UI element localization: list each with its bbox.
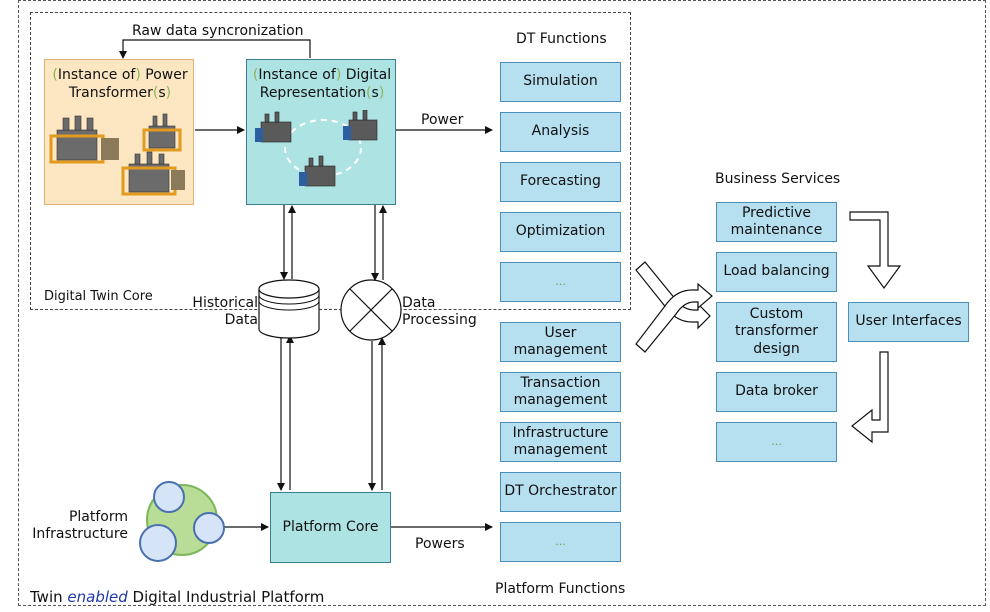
platform-title: Twin enabled Digital Industrial Platform bbox=[30, 588, 325, 606]
user-interfaces-box[interactable]: User Interfaces bbox=[848, 302, 969, 342]
business-service-more[interactable]: ... bbox=[716, 422, 837, 462]
platform-boundary bbox=[18, 0, 986, 606]
platform-function-more[interactable]: ... bbox=[500, 522, 621, 562]
digital-representation-box: (Instance of) Digital Representation(s) bbox=[246, 59, 396, 205]
digital-twin-core-boundary bbox=[30, 12, 631, 310]
business-service-load-balancing[interactable]: Load balancing bbox=[716, 252, 837, 292]
platform-core-box[interactable]: Platform Core bbox=[270, 492, 391, 563]
processing-cross-icon bbox=[340, 279, 402, 341]
dt-function-more[interactable]: ... bbox=[500, 262, 621, 302]
dt-function-analysis[interactable]: Analysis bbox=[500, 112, 621, 152]
dt-function-simulation[interactable]: Simulation bbox=[500, 62, 621, 102]
power-transformer-box: (Instance of) Power Transformer(s) bbox=[44, 59, 194, 205]
crossing-hollow-arrows-icon bbox=[635, 261, 713, 353]
power-label: Power bbox=[421, 112, 464, 128]
power-transformer-title: (Instance of) Power Transformer(s) bbox=[52, 67, 188, 102]
hollow-arrow-back-icon bbox=[851, 351, 889, 444]
database-icon bbox=[258, 279, 320, 339]
sync-label: Raw data syncronization bbox=[132, 23, 304, 39]
digital-model-icon bbox=[255, 110, 378, 187]
transformer-icon bbox=[49, 113, 185, 196]
hollow-arrow-down-icon bbox=[849, 211, 902, 290]
business-service-data-broker[interactable]: Data broker bbox=[716, 372, 837, 412]
business-services-title: Business Services bbox=[715, 171, 841, 187]
digital-twin-core-label: Digital Twin Core bbox=[44, 289, 153, 304]
dt-function-forecasting[interactable]: Forecasting bbox=[500, 162, 621, 202]
digital-representation-title: (Instance of) Digital Representation(s) bbox=[252, 67, 392, 102]
powers-label: Powers bbox=[415, 536, 465, 552]
dt-function-optimization[interactable]: Optimization bbox=[500, 212, 621, 252]
sync-connector bbox=[119, 39, 311, 59]
platform-function-dt-orchestrator[interactable]: DT Orchestrator bbox=[500, 472, 621, 512]
dt-functions-title: DT Functions bbox=[516, 31, 607, 47]
platform-functions-title: Platform Functions bbox=[495, 581, 626, 597]
infrastructure-cluster-icon bbox=[139, 481, 225, 562]
